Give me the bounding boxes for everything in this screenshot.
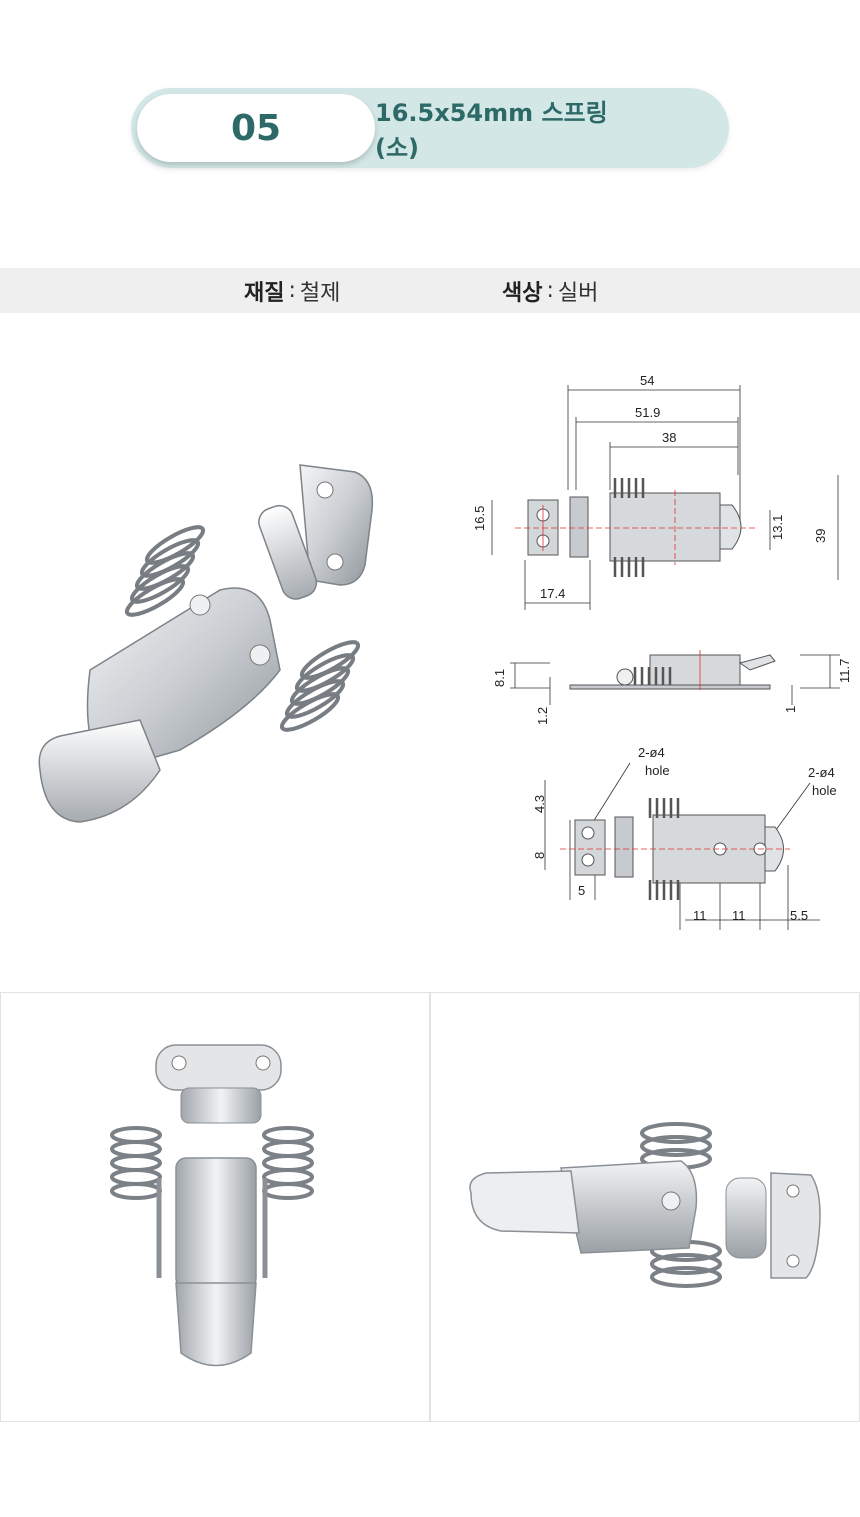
- top-view-part: [515, 478, 755, 577]
- dim-side-overall-height: 11.7: [837, 659, 852, 683]
- dim-hole-right: 2-ø4: [808, 765, 835, 780]
- dim-inner-length: 51.9: [635, 405, 660, 420]
- latch-photo-front: [110, 1044, 314, 1367]
- spec-bar: 재질 : 철제 색상 : 실버: [0, 268, 860, 313]
- dim-tip-thickness: 1: [783, 706, 798, 713]
- product-number-badge: 05: [137, 94, 375, 162]
- dim-hole-spacing-v: 8: [532, 852, 547, 859]
- dim-hole-right-sub: hole: [812, 783, 837, 798]
- dim-base-height: 8.1: [492, 669, 507, 687]
- spec-color-key: 색상: [502, 280, 543, 306]
- spec-material-value: 철제: [299, 280, 341, 306]
- photo-panel-front: [0, 992, 430, 1422]
- dim-tip-offset: 5.5: [790, 908, 808, 923]
- dim-pitch-1: 11: [693, 908, 707, 923]
- spec-material: 재질 : 철제: [244, 268, 340, 313]
- dim-hole-offset-v: 4.3: [532, 795, 547, 813]
- spec-material-key: 재질: [244, 280, 285, 306]
- product-title: 16.5x54mm 스프링(소): [375, 99, 608, 162]
- dim-body-length: 38: [662, 430, 676, 445]
- dim-tongue-height: 13.1: [770, 515, 785, 540]
- dim-plate-height: 16.5: [472, 506, 487, 531]
- dim-hole-offset-h: 5: [578, 883, 585, 898]
- dim-plate-offset: 17.4: [540, 586, 565, 601]
- dimension-drawing: 54 51.9 38 16.5 13.1 39 17.4 8.1 1.2 11.…: [472, 373, 852, 930]
- bottom-view-part: [560, 798, 790, 900]
- side-view-part: [569, 650, 776, 690]
- spec-separator: :: [546, 278, 554, 303]
- latch-photo-side: [469, 1122, 821, 1288]
- dim-hole-left: 2-ø4: [638, 745, 665, 760]
- latch-photo-angled: [38, 464, 374, 823]
- dim-overall-height: 39: [813, 529, 828, 543]
- product-title-pill: 05 16.5x54mm 스프링(소): [131, 88, 729, 168]
- dim-overall-length: 54: [640, 373, 654, 388]
- dim-plate-thickness: 1.2: [535, 707, 550, 725]
- spec-color: 색상 : 실버: [502, 268, 598, 313]
- dim-pitch-2: 11: [732, 908, 746, 923]
- spec-separator: :: [288, 278, 296, 303]
- spec-color-value: 실버: [557, 280, 599, 306]
- photo-panel-side: [430, 992, 860, 1422]
- dim-hole-left-sub: hole: [645, 763, 670, 778]
